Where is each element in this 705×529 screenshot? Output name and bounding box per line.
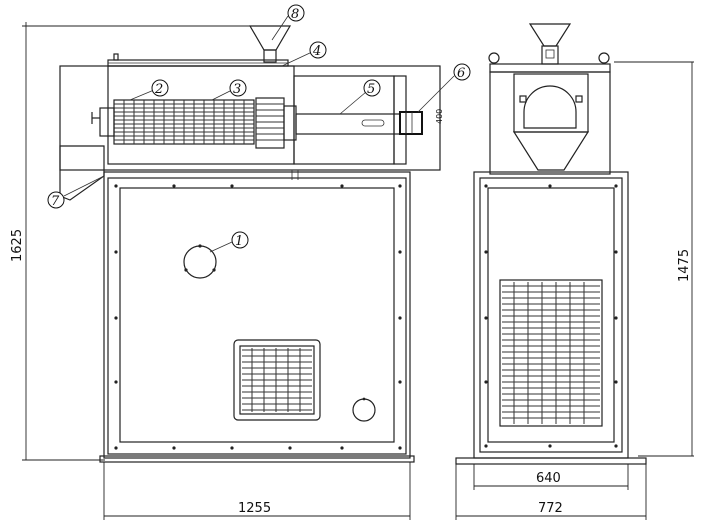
callout-6-label: 6: [457, 66, 465, 81]
callout-7-leader: [63, 175, 105, 197]
upper-housing: [59, 65, 441, 171]
side-hopper-neck: [541, 45, 559, 65]
base-cabinet-frame: [107, 177, 407, 455]
callout-3: [229, 79, 247, 97]
callout-3-leader: [211, 89, 233, 101]
callout-5: [363, 79, 381, 97]
discharge-chute: [59, 145, 105, 201]
callout-6: [453, 63, 471, 81]
callout-8: [287, 4, 305, 22]
feed-section-hatching: [256, 103, 284, 141]
base-foot: [99, 455, 415, 463]
side-vent-grille: [499, 279, 603, 427]
callout-8-leader: [271, 15, 289, 41]
round-port: [183, 245, 217, 279]
side-access-panel: [487, 187, 615, 443]
side-window-bolt: [575, 95, 583, 103]
side-cabinet-bolts: [484, 184, 618, 448]
callout-2-leader: [129, 89, 155, 101]
base-cabinet-bolts: [114, 184, 402, 450]
right-height-label: 1475: [677, 249, 692, 282]
inner-width-label: 640: [536, 471, 561, 486]
barrel-height-label: 400: [435, 109, 444, 124]
callout-4-label: 4: [312, 44, 321, 59]
overall-height-label: 1625: [10, 229, 25, 262]
die-head: [99, 107, 115, 137]
callout-2-label: 2: [154, 82, 163, 97]
callout-4-leader: [281, 51, 313, 67]
round-port-bolt: [212, 268, 216, 272]
shaft-end-flange: [399, 111, 423, 135]
callout-8-label: 8: [291, 7, 299, 22]
front-hopper: [248, 25, 292, 51]
side-funnel: [512, 131, 590, 171]
callout-2: [151, 79, 169, 97]
callout-7-label: 7: [51, 194, 60, 209]
lifting-eye-right: [598, 52, 610, 64]
side-upper-housing: [489, 71, 611, 175]
callout-1-leader: [209, 241, 233, 253]
front-hopper-neck: [263, 49, 277, 63]
vent-grille-hatching: [242, 348, 312, 412]
callout-7: [47, 191, 65, 209]
side-barrel-arch: [523, 85, 577, 129]
shaft-keyway: [361, 119, 385, 127]
callout-1: [231, 231, 249, 249]
side-hopper: [528, 23, 572, 47]
side-base-cabinet: [473, 171, 629, 459]
side-base-frame: [479, 177, 623, 453]
callout-1-label: 1: [235, 234, 243, 249]
small-port: [352, 398, 376, 422]
round-port-bolt: [198, 244, 202, 248]
lifting-eye-left: [488, 52, 500, 64]
round-port-bolt: [184, 268, 188, 272]
heater-hatching: [114, 100, 254, 144]
top-rail-bolt: [113, 53, 119, 61]
base-access-panel: [119, 187, 395, 443]
drive-shaft: [295, 113, 401, 135]
vent-grille: [239, 345, 315, 415]
callout-3-label: 3: [233, 82, 241, 97]
side-top-frame: [489, 63, 611, 73]
side-base-width-label: 772: [538, 501, 563, 516]
side-hopper-window: [545, 49, 555, 59]
base-width-label: 1255: [238, 501, 271, 516]
callout-4: [309, 41, 327, 59]
side-vent-hatching: [502, 282, 600, 424]
callout-6-leader: [417, 75, 455, 113]
vent-grille-frame: [233, 339, 321, 421]
base-cabinet: [103, 171, 411, 459]
side-window-bolt: [519, 95, 527, 103]
barrel-compartment: [107, 65, 295, 165]
callout-5-leader: [339, 91, 367, 115]
small-port-bolt: [362, 397, 366, 401]
side-base-foot: [455, 457, 647, 465]
callout-5-label: 5: [367, 82, 375, 97]
